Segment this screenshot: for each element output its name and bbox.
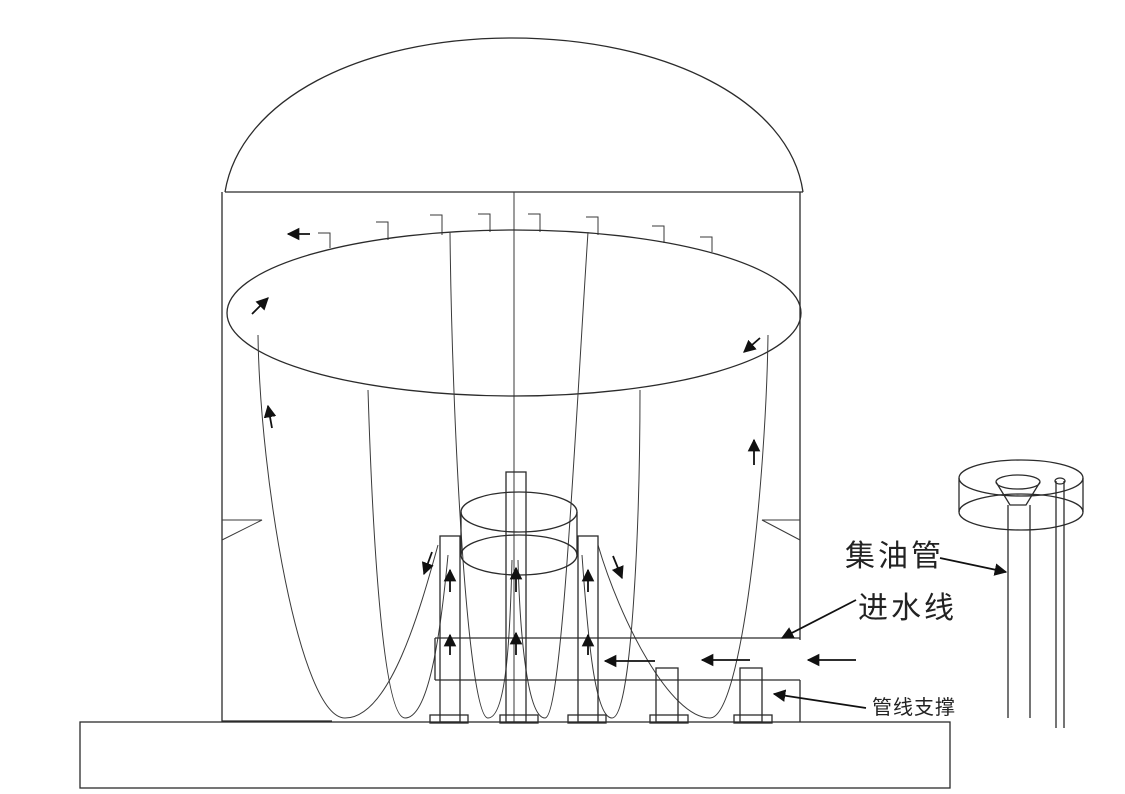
oil-collection-pipe-detail	[958, 459, 1084, 728]
tank-dome	[224, 37, 804, 193]
inlet-line-callout-arrow	[780, 599, 857, 639]
water-inlet-header	[434, 637, 800, 681]
oil-collection-pipe-label: 集油管	[845, 539, 944, 574]
water-inlet-line-label: 进水线	[858, 591, 957, 626]
pipeline-supports	[429, 667, 773, 724]
support-callout-arrow	[772, 689, 867, 709]
foundation-slab	[79, 721, 951, 789]
upper-distribution-ellipse	[226, 229, 802, 397]
flow-streamlines	[257, 231, 769, 719]
vertical-columns	[439, 535, 599, 723]
collection-weirs	[318, 213, 713, 252]
oil-pipe-callout-arrow	[939, 557, 1008, 576]
pipeline-support-label: 管线支撑	[872, 695, 956, 719]
flow-arrows	[251, 227, 856, 668]
